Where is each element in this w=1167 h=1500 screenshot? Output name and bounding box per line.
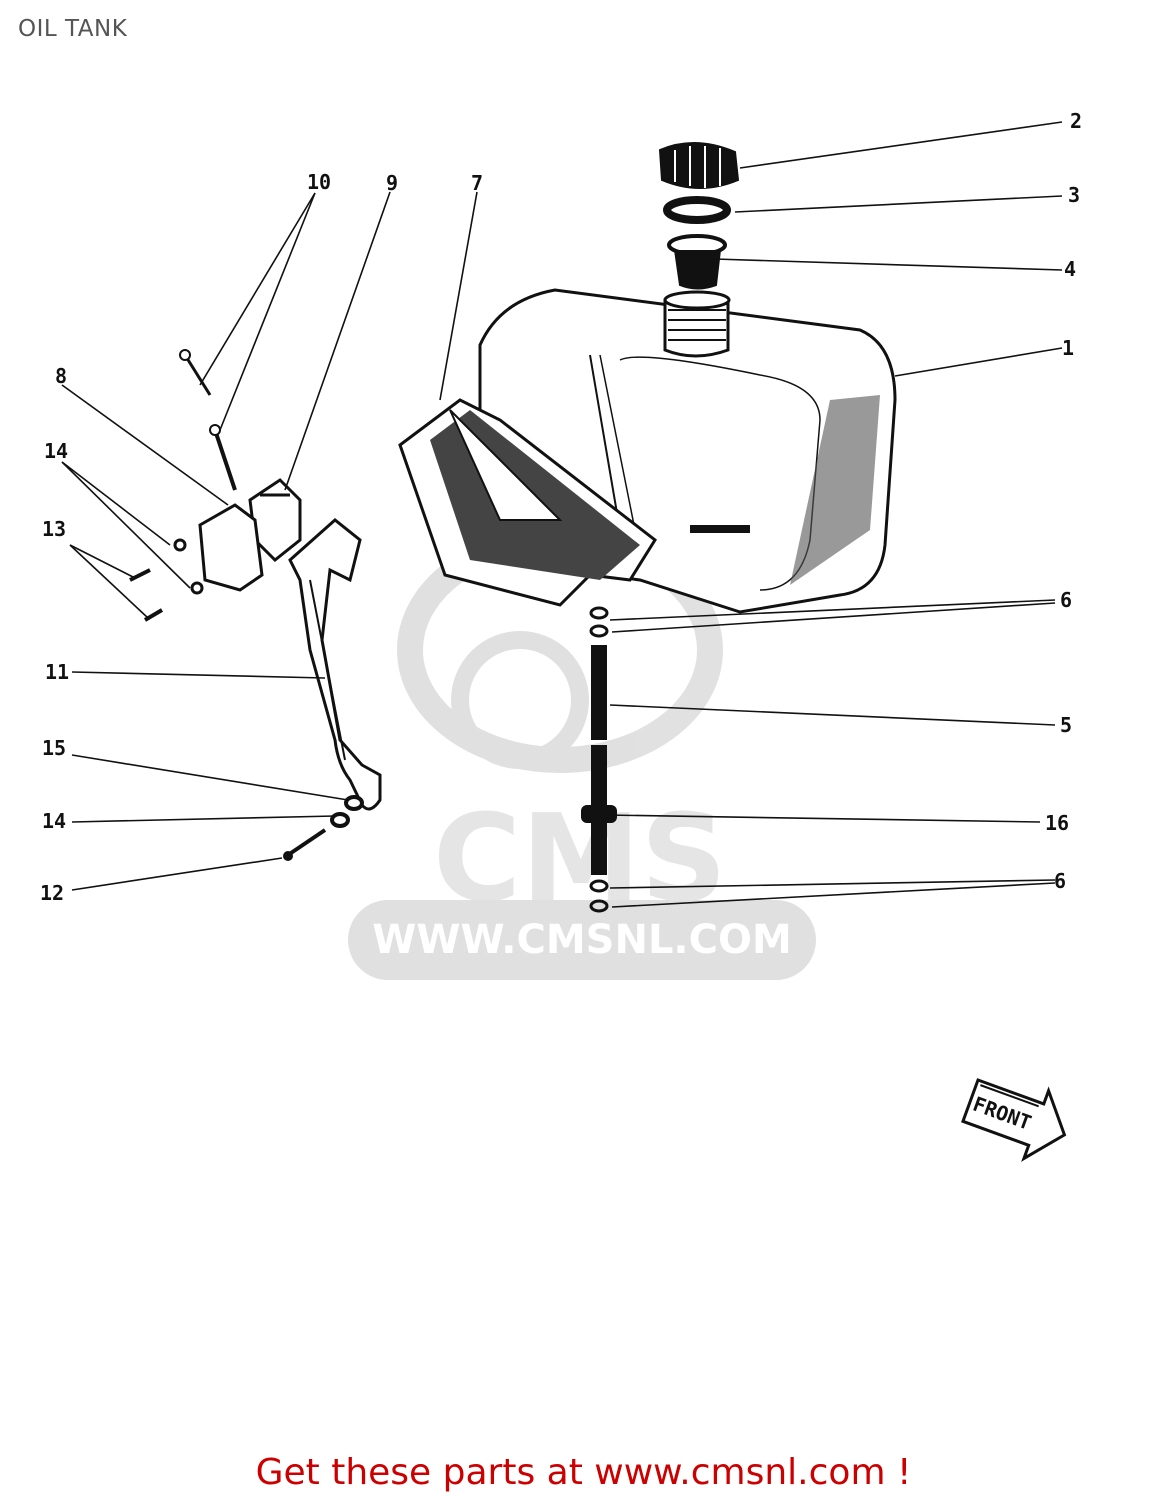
clamp-plate bbox=[198, 503, 264, 592]
callout-9: 9 bbox=[386, 171, 398, 195]
callout-15: 15 bbox=[42, 736, 66, 760]
callout-11: 11 bbox=[45, 660, 69, 684]
oil-strainer bbox=[667, 234, 727, 290]
callout-13: 13 bbox=[42, 517, 66, 541]
callout-6-lower: 6 bbox=[1054, 869, 1066, 893]
tank-bracket bbox=[398, 398, 657, 607]
watermark-url: WWW.CMSNL.COM bbox=[372, 917, 792, 963]
callout-14-upper: 14 bbox=[44, 439, 68, 463]
callout-6-upper: 6 bbox=[1060, 588, 1072, 612]
callout-14-lower: 14 bbox=[42, 809, 66, 833]
callout-12: 12 bbox=[40, 881, 64, 905]
tank-stay bbox=[288, 518, 382, 811]
leader-lines bbox=[61, 121, 1063, 908]
callout-3: 3 bbox=[1068, 183, 1080, 207]
page-title: OIL TANK bbox=[18, 16, 128, 42]
oil-hose bbox=[581, 645, 617, 875]
callout-1: 1 bbox=[1062, 336, 1074, 360]
callout-7: 7 bbox=[471, 171, 483, 195]
cap-gasket bbox=[663, 196, 731, 224]
callout-labels: 1 2 3 4 5 6 6 7 8 9 10 11 12 13 14 14 15… bbox=[40, 109, 1082, 905]
callout-2: 2 bbox=[1070, 109, 1082, 133]
callout-16: 16 bbox=[1045, 811, 1069, 835]
callout-4: 4 bbox=[1064, 257, 1076, 281]
callout-10: 10 bbox=[307, 170, 331, 194]
bolts-nuts-washers bbox=[129, 349, 364, 861]
filler-cap bbox=[658, 141, 740, 189]
callout-5: 5 bbox=[1060, 713, 1072, 737]
hose-clips bbox=[589, 606, 609, 913]
watermark: CMS WWW.CMSNL.COM bbox=[348, 527, 816, 980]
get-parts-link[interactable]: Get these parts at www.cmsnl.com ! bbox=[255, 1452, 912, 1493]
front-arrow: FRONT bbox=[961, 1078, 1067, 1162]
callout-8: 8 bbox=[55, 364, 67, 388]
